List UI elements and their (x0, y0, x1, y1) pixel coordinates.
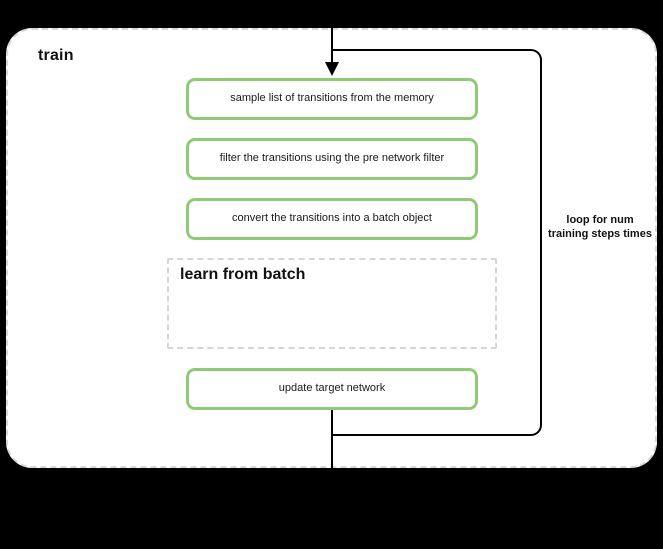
loop-bottom-elbow (331, 412, 542, 436)
entry-connector-line (331, 0, 333, 72)
step-label: update target network (278, 382, 386, 395)
learn-from-batch-label: learn from batch (180, 266, 306, 283)
step-box-update-target-network[interactable]: update target network (186, 368, 478, 410)
train-scope-title: train (38, 47, 74, 64)
step-label: sample list of transitions from the memo… (230, 92, 434, 105)
step-label: filter the transitions using the pre net… (219, 152, 445, 165)
loop-annotation-label: loop for num training steps times (548, 214, 652, 241)
step-label: convert the transitions into a batch obj… (232, 212, 432, 225)
step-box-filter-transitions[interactable]: filter the transitions using the pre net… (186, 138, 478, 180)
loop-top-elbow (331, 49, 542, 73)
exit-connector-line (331, 409, 333, 485)
loop-right-segment (540, 70, 542, 422)
learn-from-batch-scope[interactable] (167, 258, 497, 349)
step-box-sample-transitions[interactable]: sample list of transitions from the memo… (186, 78, 478, 120)
step-box-convert-to-batch[interactable]: convert the transitions into a batch obj… (186, 198, 478, 240)
